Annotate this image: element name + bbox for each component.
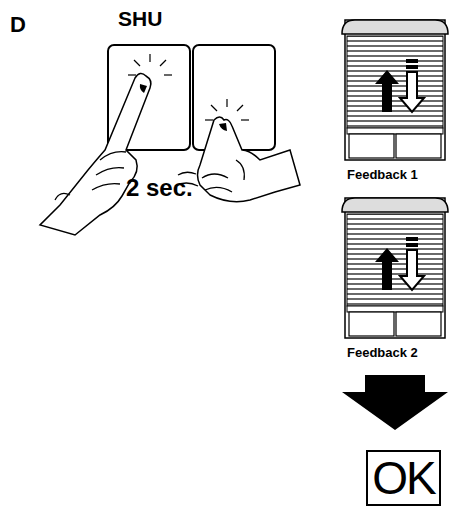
label: D: [10, 14, 26, 36]
label: Feedback 1: [347, 168, 418, 181]
label: 2 sec.: [126, 176, 193, 200]
ok-box: OK: [366, 450, 441, 506]
label: SHU: [118, 8, 162, 29]
ok-text: OK: [372, 455, 434, 501]
label: Feedback 2: [347, 346, 418, 359]
